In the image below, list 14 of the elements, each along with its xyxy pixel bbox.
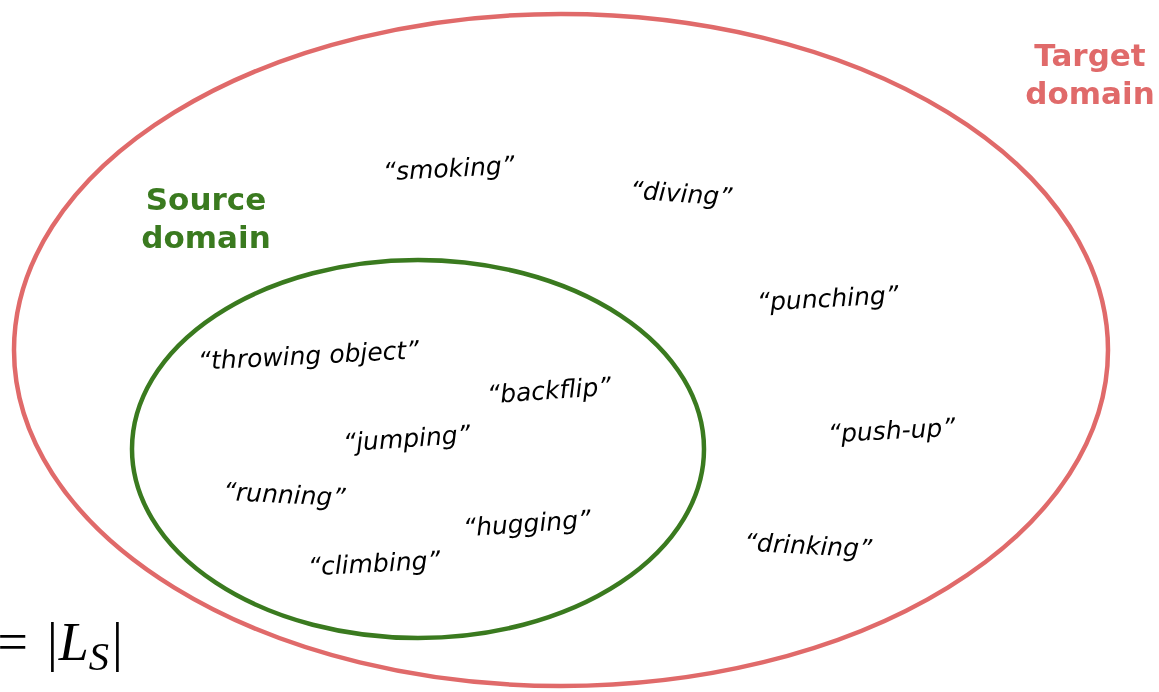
action-label: “hugging”	[461, 503, 593, 545]
action-label: “jumping”	[341, 418, 472, 460]
action-label: “smoking”	[382, 149, 516, 189]
domain-title: Source domain	[140, 180, 272, 256]
action-label: “throwing object”	[197, 334, 421, 378]
formula: = |L$_{S}$|	[0, 611, 124, 682]
action-label: “drinking”	[743, 526, 873, 566]
action-label: “push-up”	[827, 411, 957, 451]
action-label: “climbing”	[307, 544, 442, 584]
action-label: “punching”	[756, 279, 900, 319]
domain-title: Target domain	[1024, 36, 1156, 112]
action-label: “diving”	[628, 174, 734, 214]
action-label: “backflip”	[485, 370, 613, 412]
action-label: “running”	[222, 475, 347, 515]
